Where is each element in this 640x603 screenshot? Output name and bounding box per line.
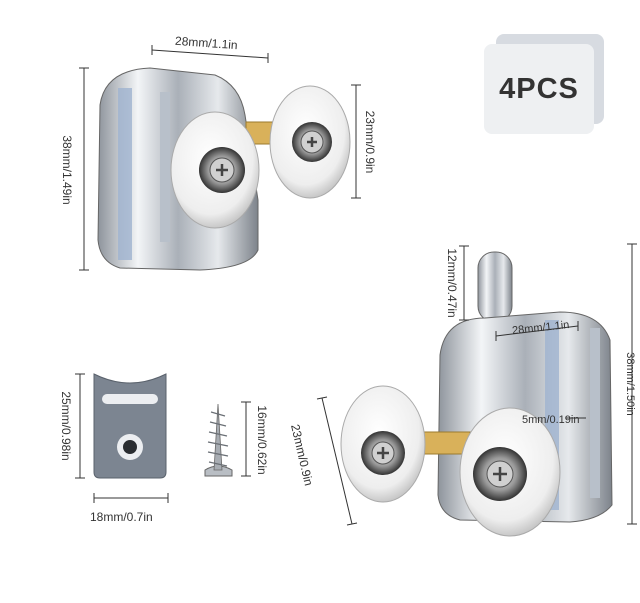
plate-height-label: 25mm/0.98in [59, 391, 73, 461]
screw-dimension-line [241, 401, 251, 477]
screw-length-label: 16mm/0.62in [255, 405, 269, 475]
plate-width-label: 18mm/0.7in [90, 510, 153, 524]
bottom-roller-gap-label: 5mm/0.19in [522, 414, 580, 426]
quantity-badge: 4PCS [484, 44, 594, 134]
bottom-roller-dimension-lines [316, 243, 637, 526]
screw [204, 403, 233, 477]
top-roller-dimension-lines [79, 45, 361, 271]
mounting-plate [93, 373, 167, 479]
top-roller-height-label: 38mm/1.49in [60, 135, 74, 205]
top-roller [97, 67, 351, 271]
bottom-roller-pin-label: 12mm/0.47in [445, 248, 459, 318]
top-roller-wheel-label: 23mm/0.9in [363, 110, 377, 174]
bottom-roller-height-label: 38mm/1.50in [624, 352, 636, 416]
plate-dimension-lines [75, 373, 169, 503]
bottom-roller [340, 251, 613, 537]
